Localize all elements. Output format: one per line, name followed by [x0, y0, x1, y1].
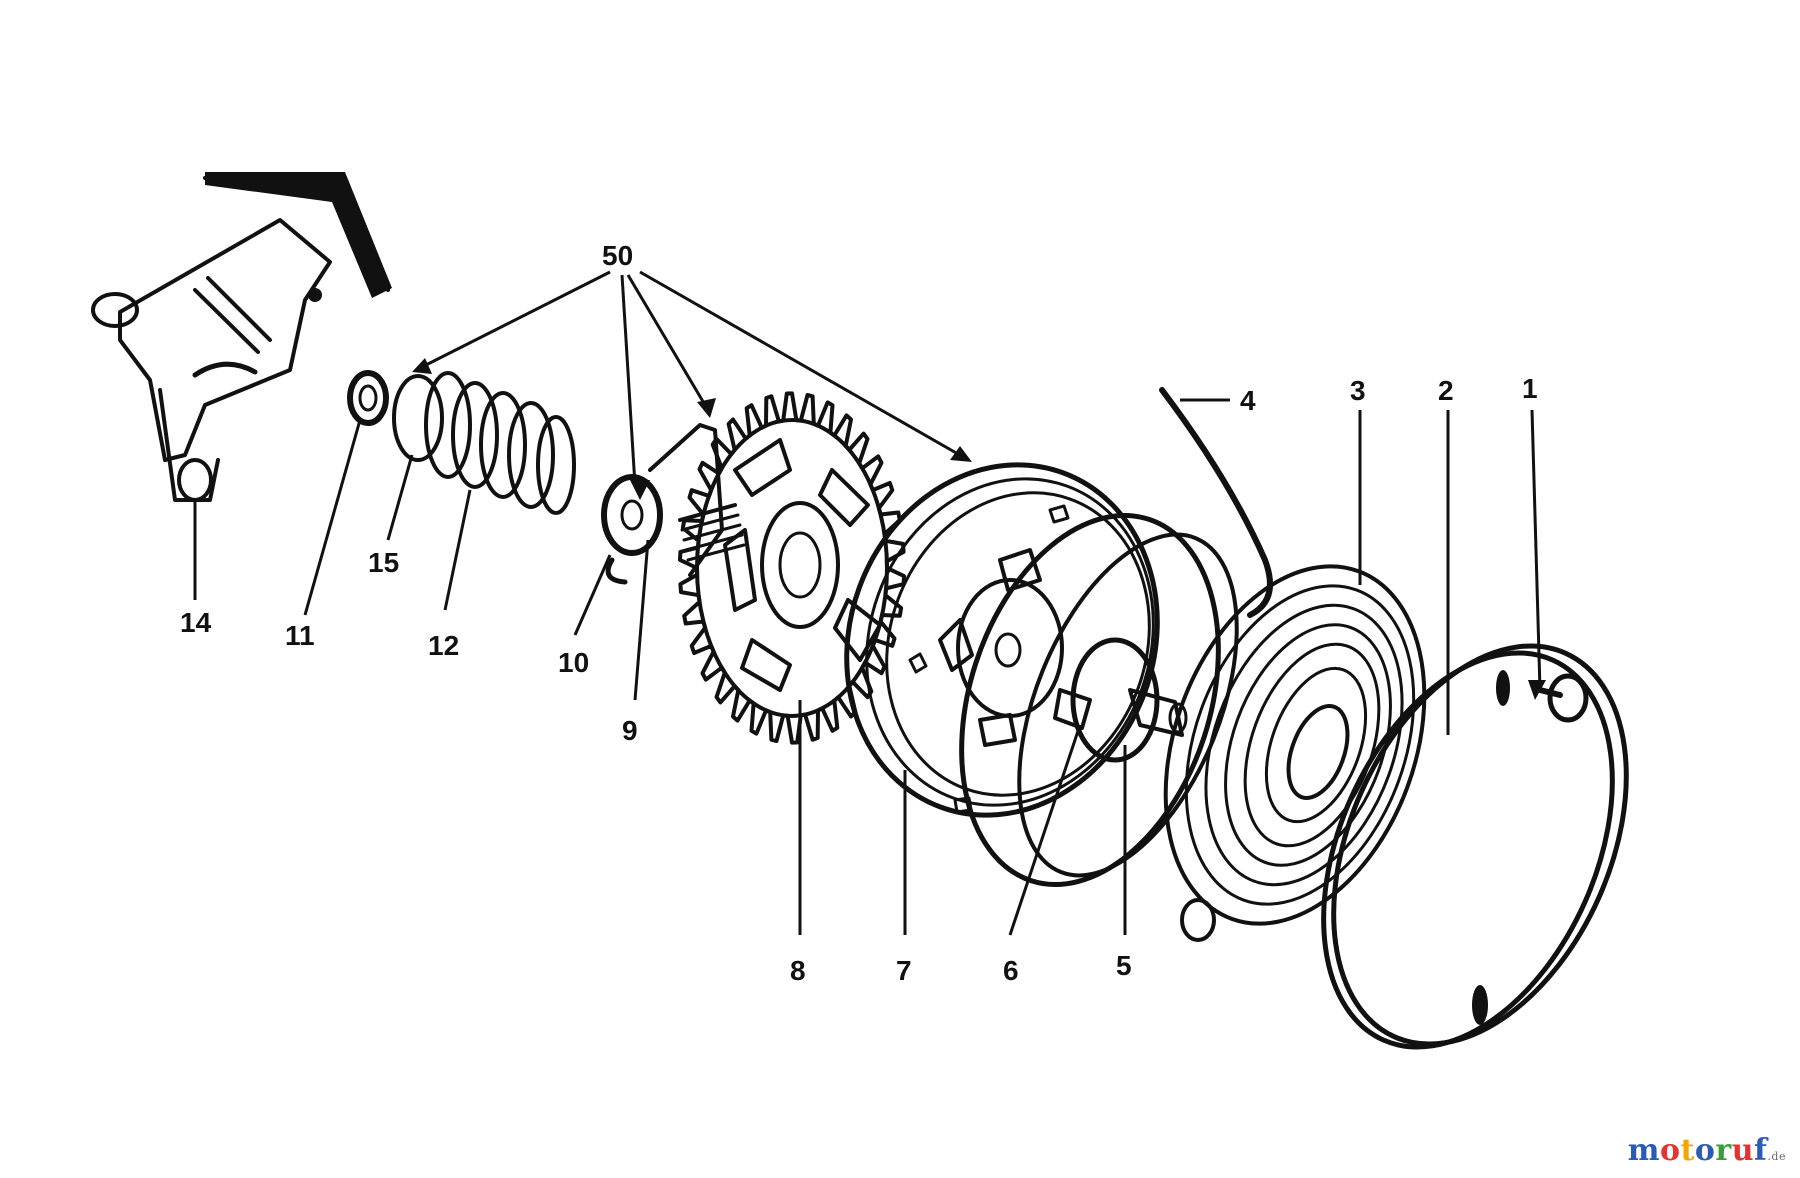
part-label-4: 4 — [1240, 385, 1256, 416]
part-label-15: 15 — [368, 547, 399, 578]
watermark-letter: m — [1627, 1133, 1661, 1168]
part-label-3: 3 — [1350, 375, 1366, 406]
watermark-letter: t — [1680, 1133, 1695, 1168]
spring-part-9 — [648, 423, 746, 577]
part-labels: 50 14 11 15 12 10 9 8 7 6 5 4 3 2 1 — [180, 240, 1538, 986]
part-label-6: 6 — [1003, 955, 1019, 986]
part-label-10: 10 — [558, 647, 589, 678]
watermark-letter: u — [1731, 1133, 1755, 1168]
part-label-7: 7 — [896, 955, 912, 986]
part-label-11: 11 — [285, 620, 315, 651]
clip-part-10 — [601, 474, 663, 585]
watermark-letter: f — [1754, 1133, 1768, 1168]
ring-part-6 — [959, 513, 1221, 887]
part-label-5: 5 — [1116, 950, 1132, 981]
washer-part-15 — [392, 374, 444, 462]
pawl-part-5 — [1070, 637, 1188, 763]
spring-part-12 — [424, 371, 576, 515]
cover-plate-part-2 — [1321, 643, 1629, 1050]
watermark-letter: r — [1715, 1133, 1732, 1168]
part-label-8: 8 — [790, 955, 806, 986]
part-label-2: 2 — [1438, 375, 1454, 406]
watermark-letter: o — [1694, 1133, 1716, 1168]
recoil-spring-part-3 — [1163, 564, 1427, 942]
gear-part-8 — [678, 391, 906, 745]
motoruf-watermark-logo: motoruf.de — [1628, 1133, 1786, 1168]
part-label-9: 9 — [622, 715, 638, 746]
leader-lines — [193, 270, 1546, 936]
watermark-letters: motoruf — [1628, 1133, 1768, 1168]
part-label-14: 14 — [180, 607, 212, 638]
pulley-part-7 — [844, 462, 1160, 818]
watermark-letter: o — [1660, 1133, 1681, 1168]
part-label-1: 1 — [1522, 373, 1538, 404]
watermark-tld: .de — [1767, 1150, 1786, 1163]
washer-part-11 — [347, 370, 389, 426]
part-label-50: 50 — [602, 240, 633, 271]
part-label-12: 12 — [428, 630, 459, 661]
starter-bracket-lever — [91, 172, 392, 502]
screw-part-1 — [1537, 673, 1589, 723]
